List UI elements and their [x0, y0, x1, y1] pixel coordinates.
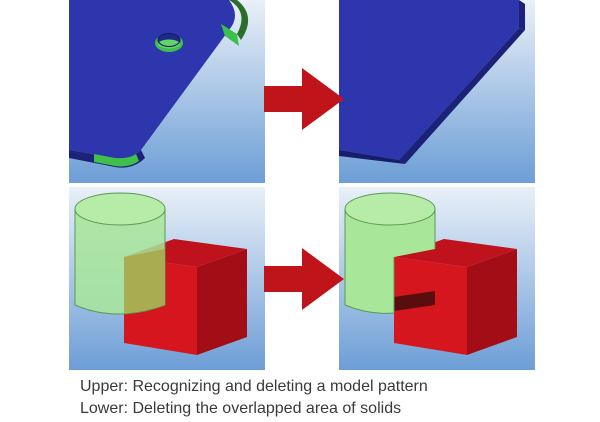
- upper-before-panel: [69, 0, 265, 183]
- lower-before-panel: [69, 187, 265, 370]
- upper-caption: Upper: Recognizing and deleting a model …: [80, 378, 428, 395]
- upper-after-panel: [339, 0, 535, 183]
- lower-after-panel: [339, 187, 535, 370]
- right-arrow-icon: [264, 248, 344, 310]
- lower-caption: Lower: Deleting the overlapped area of s…: [80, 400, 402, 417]
- right-arrow-icon: [264, 68, 344, 130]
